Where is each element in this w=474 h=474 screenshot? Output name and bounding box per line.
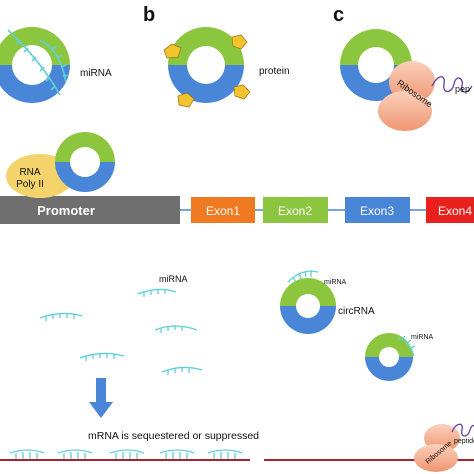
down-arrow	[89, 378, 113, 418]
circrna-ring-br2	[365, 333, 413, 381]
sequestered-label: mRNA is sequestered or suppressed	[88, 430, 259, 442]
peptide-label-bottom: peptide	[454, 438, 474, 445]
exon3-label: Exon3	[360, 204, 394, 218]
panel-b: b protein	[143, 4, 290, 108]
circrna-label: circRNA	[338, 306, 375, 317]
free-mirna-2	[39, 312, 83, 321]
mirna-label-small-1: miRNA	[324, 279, 346, 286]
protein-shape-2	[231, 34, 248, 50]
panel-c-label: c	[333, 4, 344, 26]
exon2-label: Exon2	[278, 204, 312, 218]
panel-c: c Ribosome pep	[333, 4, 473, 131]
protein-shape-4	[233, 84, 251, 100]
exon4-box	[426, 197, 474, 223]
panel-b-label: b	[143, 4, 155, 26]
protein-label: protein	[259, 66, 290, 77]
exon3-box	[345, 197, 410, 223]
bound-mirna-4	[159, 449, 195, 459]
protein-shapes	[163, 34, 251, 108]
bound-mirna-2	[57, 449, 93, 459]
bound-mirna-br2	[397, 335, 416, 357]
rna-pol-label-line1: RNA	[19, 167, 40, 178]
free-mirna-1	[137, 288, 177, 297]
exon1-label: Exon1	[206, 204, 240, 218]
free-mirna-5	[161, 366, 203, 375]
mirna-label-bottom: miRNA	[159, 274, 188, 284]
free-mirna-3	[154, 325, 198, 333]
mirna-strand-a	[7, 29, 70, 96]
bound-mirna-br1	[287, 270, 319, 283]
free-mirna-4	[79, 352, 125, 361]
bound-mirna-1	[9, 449, 45, 459]
circrna-ring-a	[0, 27, 70, 103]
protein-shape-1	[163, 43, 182, 59]
bottom-right-panel: miRNA circRNA miRNA Ribosome peptide	[264, 270, 474, 472]
bound-mirna-5	[207, 449, 243, 459]
exon2-box	[263, 197, 328, 223]
ribosome-bottom: Ribosome	[414, 424, 460, 472]
exon4-label: Exon4	[438, 204, 472, 218]
bottom-left-panel: miRNA mRNA is sequestered or suppressed	[0, 274, 259, 461]
protein-shape-3	[177, 92, 195, 108]
rna-pol-label-line2: Poly II	[16, 179, 44, 190]
promoter-label: Promoter	[37, 203, 95, 218]
promoter-box	[0, 196, 180, 224]
gene-structure: Promoter Exon1 Exon2 Exon3 Exon4 RNA Pol…	[0, 132, 474, 224]
circrna-ring-br1	[280, 278, 336, 334]
circrna-ring-promoter	[55, 132, 115, 192]
peptide-chain-bottom	[451, 423, 474, 437]
peptide-chain-top	[431, 76, 473, 93]
free-mirnas	[39, 288, 203, 375]
mirna-label-a: miRNA	[80, 68, 112, 79]
peptide-label-top: pep	[455, 84, 470, 94]
bound-mirnas	[9, 449, 243, 459]
exon1-box	[191, 197, 255, 223]
ribosome-top: Ribosome	[378, 61, 435, 131]
panel-a: miRNA	[0, 27, 112, 103]
mirna-label-small-2: miRNA	[411, 334, 433, 341]
bound-mirna-3	[109, 449, 145, 459]
